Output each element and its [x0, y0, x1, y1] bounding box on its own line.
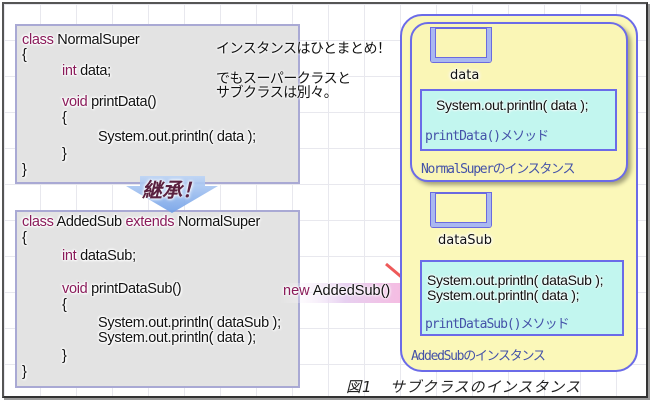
method-open-brace: {	[62, 110, 67, 126]
print-data-sub-method-name: printDataSub()メソッド	[425, 317, 570, 332]
new-expression: new AddedSub()	[283, 283, 390, 299]
figure-number: 図1	[346, 378, 373, 396]
code-line: void printDataSub()	[62, 281, 182, 297]
note-line-3: サブクラスは別々。	[216, 85, 338, 101]
keyword-int: int	[62, 248, 77, 264]
method-close-brace: }	[62, 146, 67, 162]
method-decl: printData()	[87, 94, 157, 110]
keyword-void: void	[62, 281, 88, 297]
figure-title: サブクラスのインスタンス	[389, 378, 581, 396]
field-decl: data;	[76, 63, 111, 79]
constructor-call: AddedSub()	[309, 283, 391, 299]
keyword-new: new	[283, 283, 310, 299]
normal-super-instance-label: NormalSuperのインスタンス	[421, 162, 575, 177]
print-data-sub-method-box	[420, 260, 624, 336]
code-line: int dataSub;	[62, 249, 136, 264]
field-decl: dataSub;	[76, 248, 136, 264]
data-field-label: data	[450, 68, 480, 83]
keyword-class: class	[22, 32, 54, 48]
open-brace: {	[22, 230, 27, 246]
inheritance-arrow	[126, 176, 218, 213]
keyword-int: int	[62, 63, 77, 79]
class-name: NormalSuper	[53, 32, 140, 48]
note-line-2: でもスーパークラスと	[216, 71, 351, 87]
data-sub-field-label: dataSub	[438, 233, 493, 248]
close-brace: }	[22, 364, 27, 380]
code-line: void printData()	[62, 94, 157, 110]
keyword-class: class	[22, 214, 54, 230]
code-line: class AddedSub extends NormalSuper	[22, 215, 260, 230]
method-open-brace: {	[62, 297, 67, 313]
parent-class-name: NormalSuper	[174, 214, 261, 230]
open-brace: {	[22, 47, 27, 63]
print-data-sub-code-1: System.out.println( dataSub );	[427, 272, 604, 288]
code-line: int data;	[62, 64, 111, 79]
print-data-method-box	[420, 89, 617, 151]
println-statement: System.out.println( data );	[98, 129, 256, 145]
method-close-brace: }	[62, 348, 67, 364]
added-sub-instance-label: AddedSubのインスタンス	[411, 349, 546, 364]
keyword-extends: extends	[125, 214, 175, 230]
data-field-container	[431, 28, 491, 62]
figure-caption: 図1 サブクラスのインスタンス	[346, 376, 581, 397]
code-line: class NormalSuper	[22, 32, 140, 48]
new-arrow-shaft	[280, 283, 410, 303]
keyword-void: void	[62, 94, 88, 110]
inheritance-label: 継承！	[142, 178, 202, 202]
close-brace: }	[22, 162, 27, 178]
print-data-method-name: printData()メソッド	[425, 129, 549, 144]
print-data-code: System.out.println( data );	[436, 97, 589, 113]
added-sub-code-box	[15, 210, 300, 388]
print-data-sub-code-2: System.out.println( data );	[427, 287, 580, 303]
note-line-1: インスタンスはひとまとめ！	[216, 41, 391, 57]
method-decl: printDataSub()	[87, 281, 182, 297]
println-statement: System.out.println( data );	[98, 330, 256, 346]
println-statement: System.out.println( dataSub );	[98, 315, 281, 331]
data-sub-field-container	[431, 193, 491, 227]
class-name: AddedSub	[53, 214, 126, 230]
